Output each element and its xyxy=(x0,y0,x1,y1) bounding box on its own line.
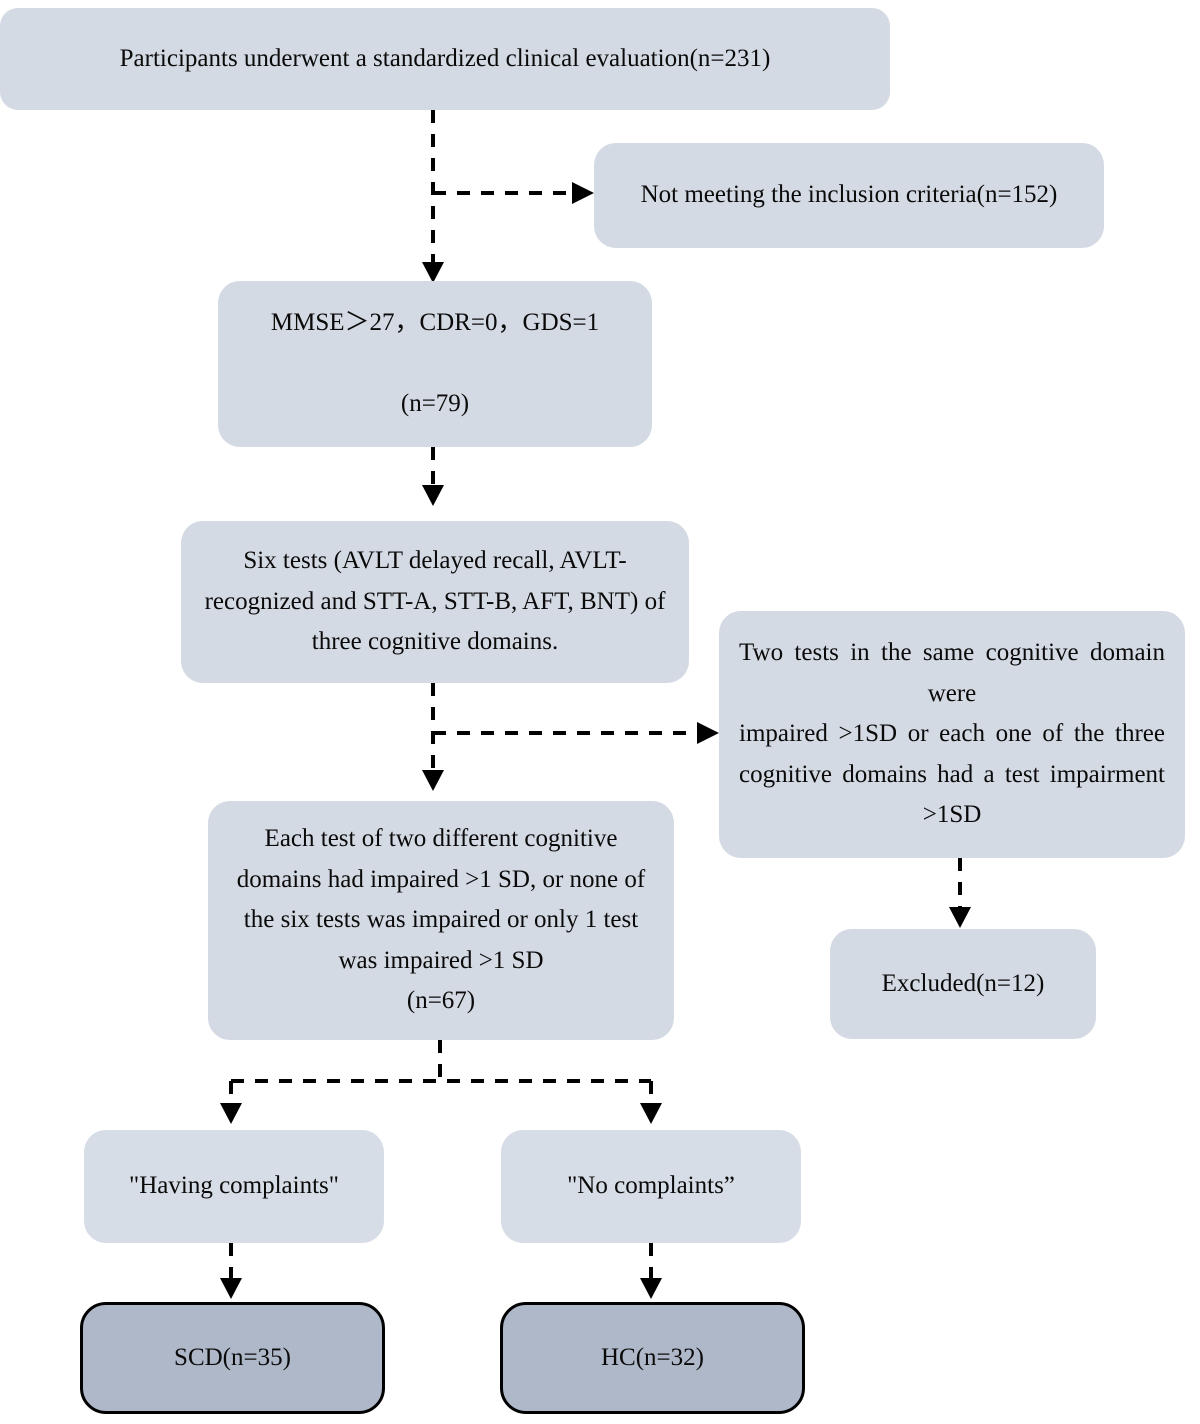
node-scd: SCD(n=35) xyxy=(80,1302,385,1414)
node-no-complaints-text: "No complaints” xyxy=(567,1172,735,1200)
node-excluded-criteria-text: Not meeting the inclusion criteria(n=152… xyxy=(640,181,1058,209)
edge-each-test-split xyxy=(220,1040,662,1124)
node-each-test: Each test of two different cognitive dom… xyxy=(208,801,674,1040)
node-having-complaints: "Having complaints" xyxy=(84,1130,384,1243)
node-excluded-12-text: Excluded(n=12) xyxy=(881,969,1045,997)
node-each-test-text: Each test of two different cognitive dom… xyxy=(236,825,646,1015)
node-excluded-12: Excluded(n=12) xyxy=(830,929,1096,1039)
node-two-tests-impaired: Two tests in the same cognitive domain w… xyxy=(719,611,1185,858)
node-enrolled-text: Participants underwent a standardized cl… xyxy=(119,44,771,72)
edge-enrolled-to-screening xyxy=(422,110,444,283)
edge-six-tests-to-two-tests xyxy=(433,722,719,744)
node-hc-text: HC(n=32) xyxy=(601,1343,704,1371)
node-enrolled: Participants underwent a standardized cl… xyxy=(0,8,890,110)
edge-enrolled-to-excluded-criteria xyxy=(433,182,594,204)
node-no-complaints: "No complaints” xyxy=(501,1130,801,1243)
node-scd-text: SCD(n=35) xyxy=(174,1343,291,1371)
edge-no-complaints-to-hc xyxy=(640,1243,662,1299)
node-two-tests-impaired-text: Two tests in the same cognitive domain w… xyxy=(739,639,1165,829)
edge-six-tests-to-each-test xyxy=(422,683,444,791)
node-screening: MMSE＞27，CDR=0，GDS=1 (n=79) xyxy=(218,281,652,447)
node-six-tests: Six tests (AVLT delayed recall, AVLT-rec… xyxy=(181,521,689,683)
node-hc: HC(n=32) xyxy=(500,1302,805,1414)
edge-two-tests-to-excluded-12 xyxy=(949,858,971,928)
node-six-tests-text: Six tests (AVLT delayed recall, AVLT-rec… xyxy=(204,547,666,656)
edge-screening-to-six-tests xyxy=(422,447,444,506)
node-excluded-criteria: Not meeting the inclusion criteria(n=152… xyxy=(594,143,1104,248)
node-screening-text: MMSE＞27，CDR=0，GDS=1 (n=79) xyxy=(270,309,600,418)
node-having-complaints-text: "Having complaints" xyxy=(129,1172,339,1200)
edge-having-complaints-to-scd xyxy=(220,1243,242,1299)
